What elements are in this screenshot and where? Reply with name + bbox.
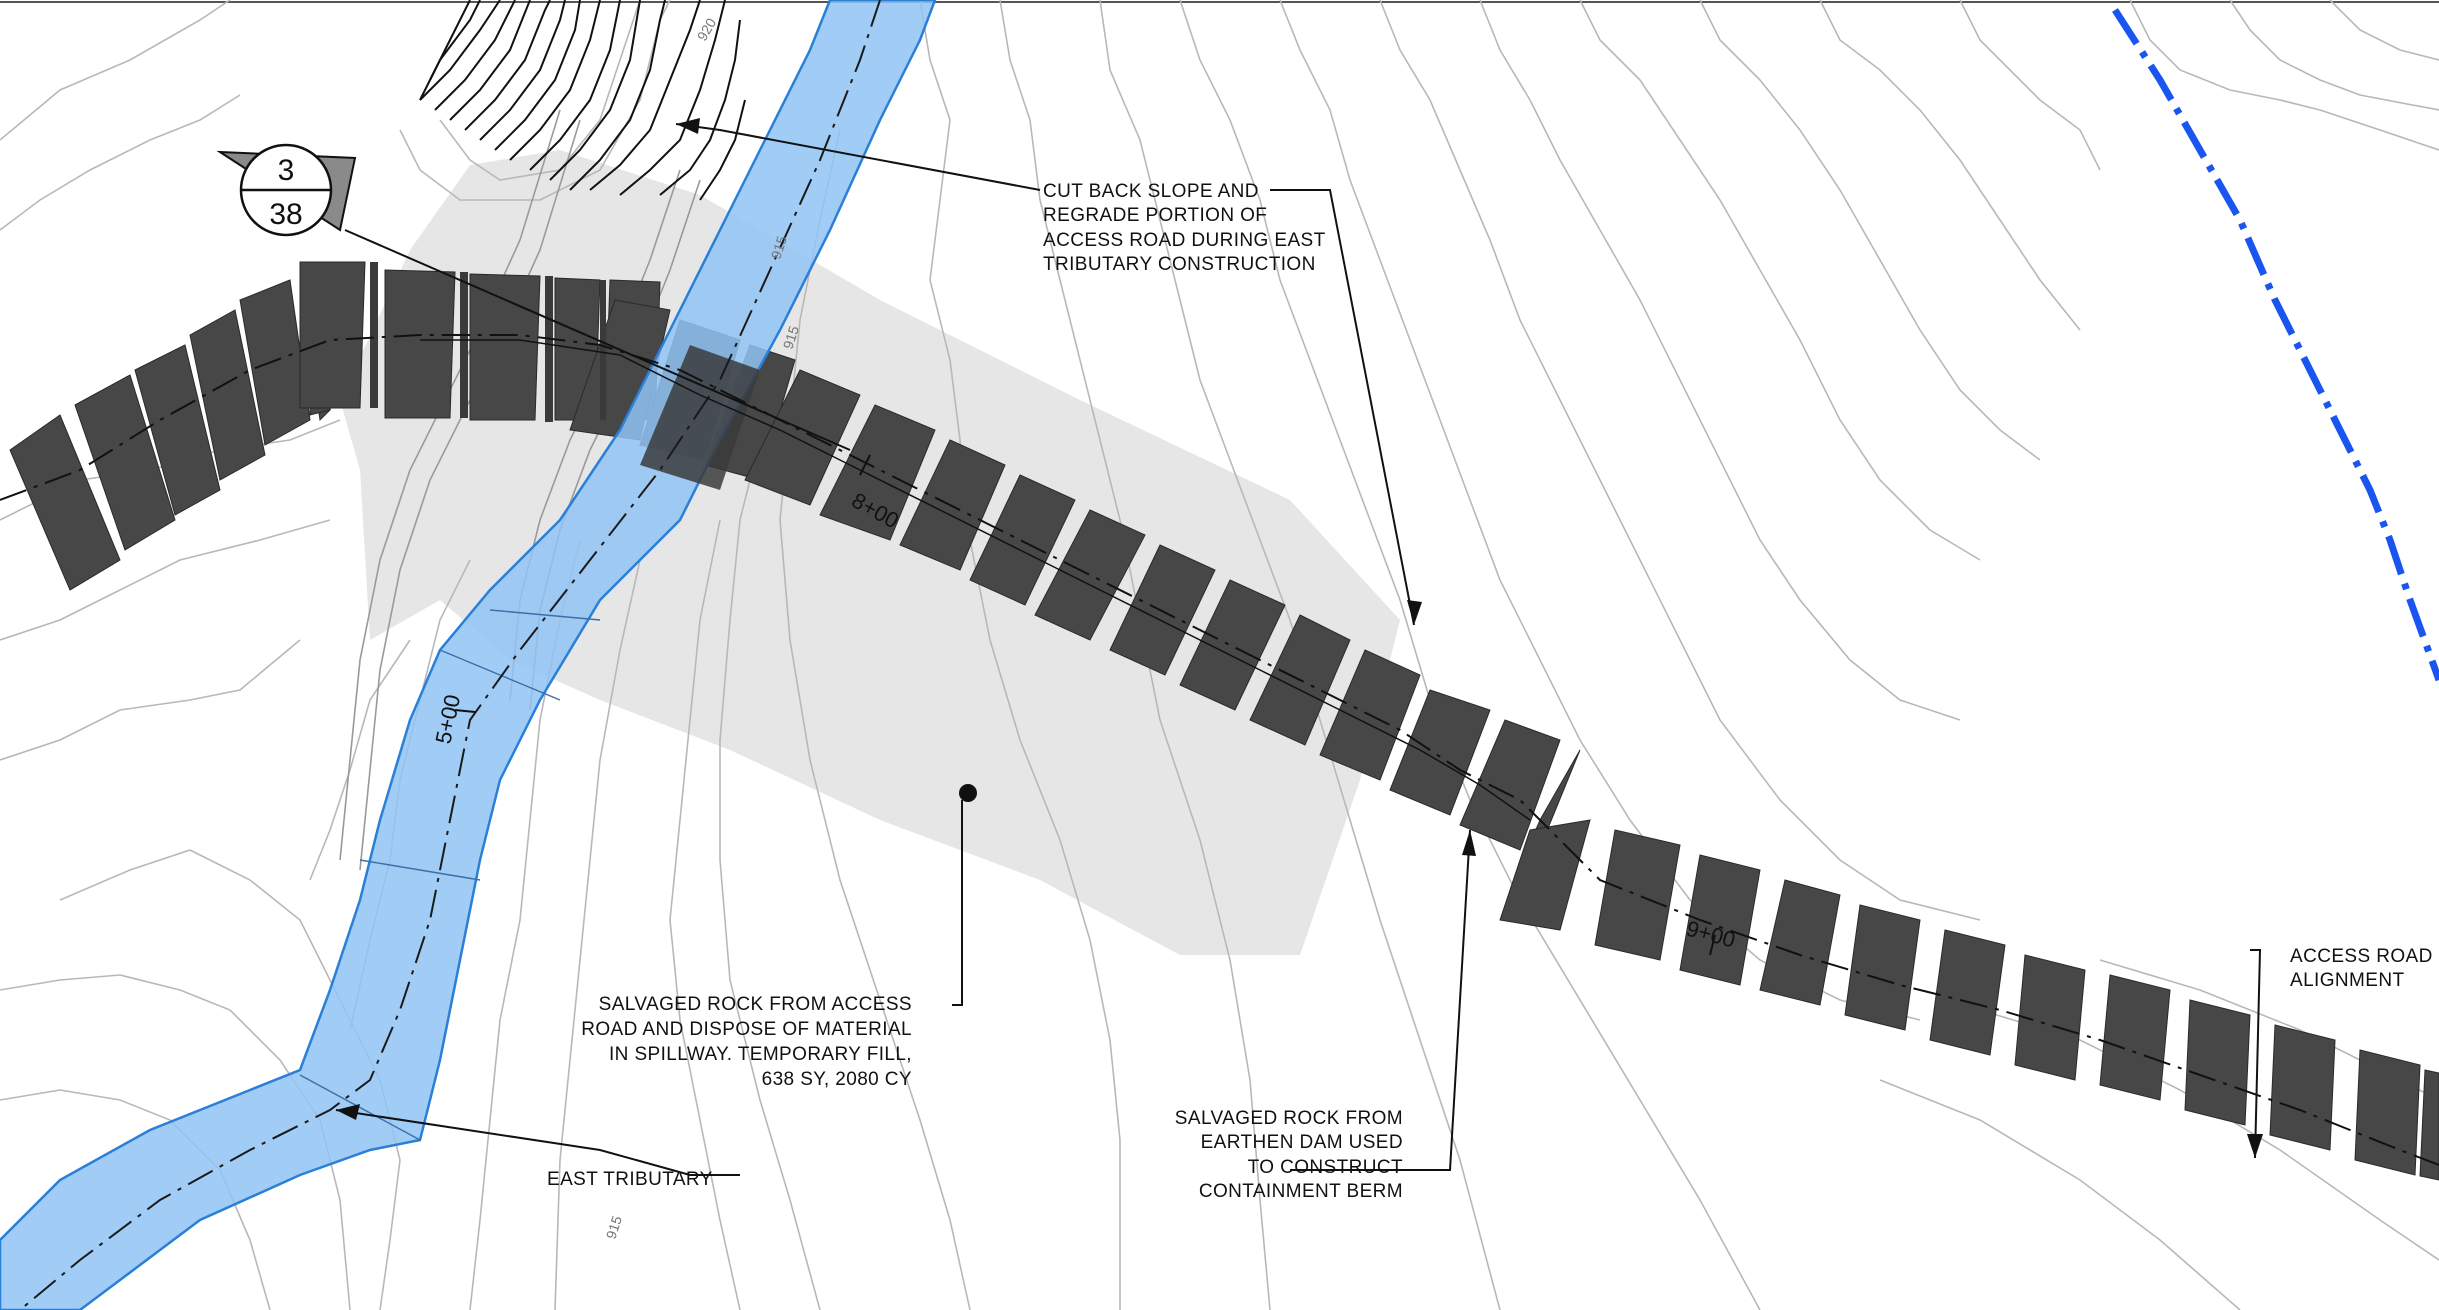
svg-text:EARTHEN DAM USED: EARTHEN DAM USED <box>1201 1132 1403 1153</box>
svg-text:IN SPILLWAY. TEMPORARY FILL,: IN SPILLWAY. TEMPORARY FILL, <box>609 1044 912 1065</box>
svg-text:CONTAINMENT BERM: CONTAINMENT BERM <box>1199 1181 1403 1202</box>
access-road-alignment-line <box>0 334 2439 1166</box>
svg-text:TO CONSTRUCT: TO CONSTRUCT <box>1248 1157 1403 1178</box>
svg-text:ACCESS ROAD DURING EAST: ACCESS ROAD DURING EAST <box>1043 230 1326 251</box>
section-callout-number: 3 <box>278 154 295 187</box>
cut-slope-hatch <box>419 0 746 201</box>
section-callout: 3 38 <box>216 143 851 451</box>
note-salvaged-rock-access-road: SALVAGED ROCK FROM ACCESS ROAD AND DISPO… <box>581 994 912 1090</box>
contour-label-915-b: 915 <box>780 324 803 351</box>
section-callout-sheet: 38 <box>269 198 302 231</box>
svg-text:ROAD AND DISPOSE OF MATERIAL: ROAD AND DISPOSE OF MATERIAL <box>581 1019 912 1040</box>
tributary-section-lines <box>299 609 601 1141</box>
svg-text:CUT BACK SLOPE AND: CUT BACK SLOPE AND <box>1043 181 1259 202</box>
cut-slope-hatch-left <box>419 0 481 101</box>
note-cut-back-slope: CUT BACK SLOPE AND REGRADE PORTION OF AC… <box>1043 181 1326 275</box>
leader-dot <box>959 784 977 802</box>
svg-text:SALVAGED ROCK FROM ACCESS: SALVAGED ROCK FROM ACCESS <box>599 994 912 1015</box>
note-east-tributary: EAST TRIBUTARY <box>547 1169 713 1190</box>
svg-text:EAST TRIBUTARY: EAST TRIBUTARY <box>547 1169 713 1190</box>
svg-text:SALVAGED ROCK FROM: SALVAGED ROCK FROM <box>1175 1108 1403 1129</box>
contour-label-915-c: 915 <box>603 1214 626 1241</box>
station-ticks <box>454 454 1716 956</box>
contour-label-915-a: 915 <box>768 234 791 261</box>
svg-text:TRIBUTARY CONSTRUCTION: TRIBUTARY CONSTRUCTION <box>1043 254 1316 275</box>
access-road-offset-line <box>420 339 1531 821</box>
svg-text:638 SY, 2080 CY: 638 SY, 2080 CY <box>762 1069 912 1090</box>
note-access-road-alignment: ACCESS ROAD ALIGNMENT <box>2290 946 2433 991</box>
tributary-centerline <box>19 0 881 1310</box>
section-cut-line <box>344 229 851 451</box>
svg-text:ACCESS ROAD: ACCESS ROAD <box>2290 946 2433 967</box>
svg-text:ALIGNMENT: ALIGNMENT <box>2290 970 2404 991</box>
note-salvaged-rock-earthen-dam: SALVAGED ROCK FROM EARTHEN DAM USED TO C… <box>1175 1108 1403 1202</box>
svg-text:REGRADE PORTION OF: REGRADE PORTION OF <box>1043 205 1267 226</box>
rock-mat-slats <box>370 262 606 422</box>
leader-arrowheads <box>336 118 2263 1158</box>
property-boundary-line <box>2112 8 2439 682</box>
